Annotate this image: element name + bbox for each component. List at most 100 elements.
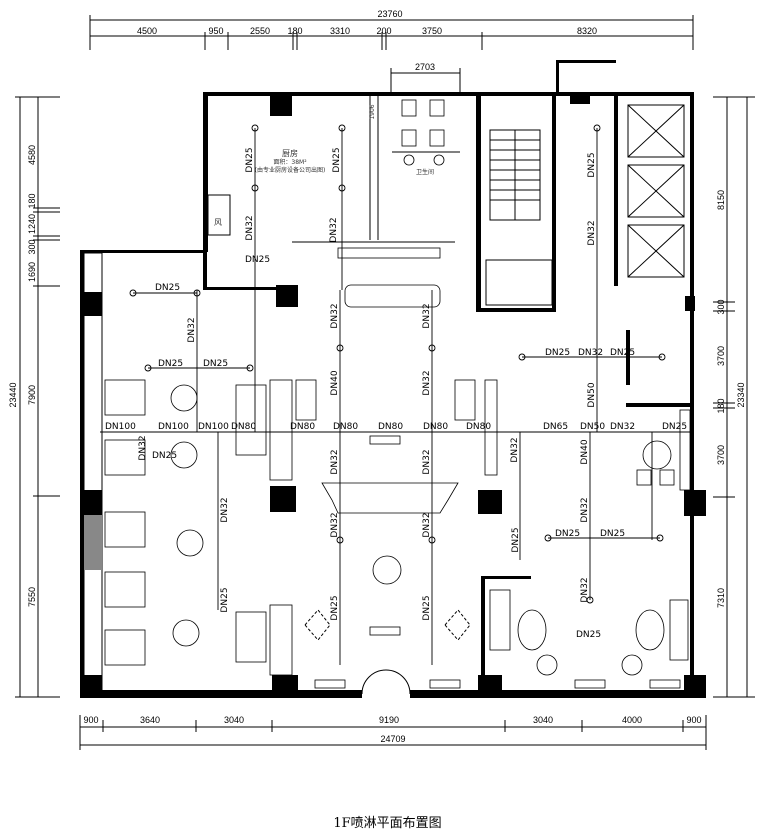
pipe-label: DN32 [422, 370, 432, 395]
pipe-label: DN25 [422, 595, 432, 620]
dim-top: 4500 [137, 26, 157, 36]
pipe-label: DN25 [555, 529, 580, 539]
pipe-label: DN32 [330, 512, 340, 537]
dim-bottom: 4000 [622, 715, 642, 725]
dim-right: 3700 [716, 346, 726, 366]
dim-bottom: 3040 [224, 715, 244, 725]
dim-right-total: 23340 [736, 382, 746, 407]
dim-left: 4580 [27, 145, 37, 165]
dim-right: 180 [716, 398, 726, 413]
sprinkler-pipes [100, 124, 690, 665]
dim-right: 8150 [716, 190, 726, 210]
dim-bottom-total: 24709 [380, 734, 405, 744]
pipe-label: DN32 [580, 577, 590, 602]
pipe-label: DN32 [578, 348, 603, 358]
pipe-label: DN32 [187, 317, 197, 342]
dim-left-total: 23440 [8, 382, 18, 407]
pipe-label: DN80 [378, 422, 403, 432]
pipe-label: DN50 [580, 422, 605, 432]
furniture [84, 379, 691, 695]
pipe-label: DN25 [158, 359, 183, 369]
vent-label: 风 [214, 218, 222, 227]
vertical-pipe-labels: DN25 DN25 DN32 DN32 DN32 DN32 DN32 DN40 … [138, 147, 597, 620]
pipe-label: DN65 [543, 422, 568, 432]
pipe-label: DN25 [152, 451, 177, 461]
dim-bottom: 3640 [140, 715, 160, 725]
pipe-label: DN32 [329, 217, 339, 242]
left-dimensions: 23440 4580 180 1240 300 1690 7900 7550 [8, 96, 60, 698]
dim-top: 200 [376, 26, 391, 36]
pipe-label: DN32 [330, 449, 340, 474]
pipe-label: DN32 [587, 220, 597, 245]
pipe-label: DN100 [105, 422, 136, 432]
dim-top: 2550 [250, 26, 270, 36]
kitchen-label: 厨房 [282, 148, 298, 158]
pipe-label: DN80 [423, 422, 448, 432]
pipe-label: DN100 [198, 422, 229, 432]
kitchen: 厨房 面积：38M² (由专业厨房设备公司出图) 风 [207, 148, 441, 308]
bottom-dimensions: 900 3640 3040 9190 3040 4000 900 24709 [79, 715, 707, 750]
stairwell [485, 129, 553, 306]
dim-right: 3700 [716, 445, 726, 465]
pipe-label: DN32 [422, 303, 432, 328]
dim-right: 7310 [716, 588, 726, 608]
kitchen-note: (由专业厨房设备公司出图) [255, 166, 326, 174]
pipe-label: DN40 [580, 439, 590, 464]
pipe-label: DN32 [610, 422, 635, 432]
dim-top: 950 [208, 26, 223, 36]
pipe-label: DN32 [138, 435, 148, 460]
dim-left: 180 [27, 193, 37, 208]
pipe-label: DN80 [290, 422, 315, 432]
kitchen-area: 面积：38M² [273, 158, 307, 166]
dim-top: 3750 [422, 26, 442, 36]
pipe-label: DN80 [333, 422, 358, 432]
pipe-label: DN32 [330, 303, 340, 328]
pipe-label: DN25 [662, 422, 687, 432]
pipe-label: DN25 [600, 529, 625, 539]
dim-restroom: 2703 [415, 62, 435, 72]
dim-right: 300 [716, 299, 726, 314]
pipe-label: DN25 [203, 359, 228, 369]
restroom-small-dim: 1906 [369, 104, 376, 119]
dim-top: 8320 [577, 26, 597, 36]
top-dimensions: 23760 4500 950 2550 180 3310 200 3750 83… [89, 9, 694, 95]
dim-left: 300 [27, 239, 37, 254]
pipe-label: DN25 [220, 587, 230, 612]
pipe-label: DN25 [330, 595, 340, 620]
pipe-label: DN25 [155, 283, 180, 293]
dim-top-total: 23760 [377, 9, 402, 19]
dim-bottom: 9190 [379, 715, 399, 725]
restroom-fixtures: 卫生间 1906 [369, 99, 460, 176]
dim-bottom: 900 [686, 715, 701, 725]
pipe-label: DN50 [587, 382, 597, 407]
dim-top: 180 [287, 26, 302, 36]
pipe-label: DN25 [610, 348, 635, 358]
pipe-label: DN32 [422, 449, 432, 474]
pipe-label: DN32 [422, 512, 432, 537]
dim-left: 7900 [27, 385, 37, 405]
pipe-label: DN32 [220, 497, 230, 522]
pipe-label: DN40 [330, 370, 340, 395]
pipe-label: DN25 [511, 527, 521, 552]
pipe-label: DN25 [545, 348, 570, 358]
dim-left: 7550 [27, 587, 37, 607]
walls [80, 60, 706, 698]
pipe-label: DN25 [245, 147, 255, 172]
pipe-label: DN25 [332, 147, 342, 172]
dim-bottom: 900 [83, 715, 98, 725]
right-dimensions: 23340 8150 300 3700 180 3700 7310 [713, 96, 755, 698]
branch-pipe-labels: DN25 DN25 DN25 DN25 DN32 DN25 DN25 DN25 … [152, 255, 635, 640]
pipe-label: DN32 [580, 497, 590, 522]
pipe-label: DN25 [245, 255, 270, 265]
pipe-label: DN80 [231, 422, 256, 432]
drawing-title: 1F喷淋平面布置图 [333, 816, 442, 831]
pipe-label: DN25 [576, 630, 601, 640]
elevators [627, 104, 685, 278]
dim-bottom: 3040 [533, 715, 553, 725]
pipe-label: DN80 [466, 422, 491, 432]
pipe-label: DN100 [158, 422, 189, 432]
dim-left: 1690 [27, 262, 37, 282]
restroom-label: 卫生间 [416, 168, 434, 176]
pipe-label: DN32 [510, 437, 520, 462]
